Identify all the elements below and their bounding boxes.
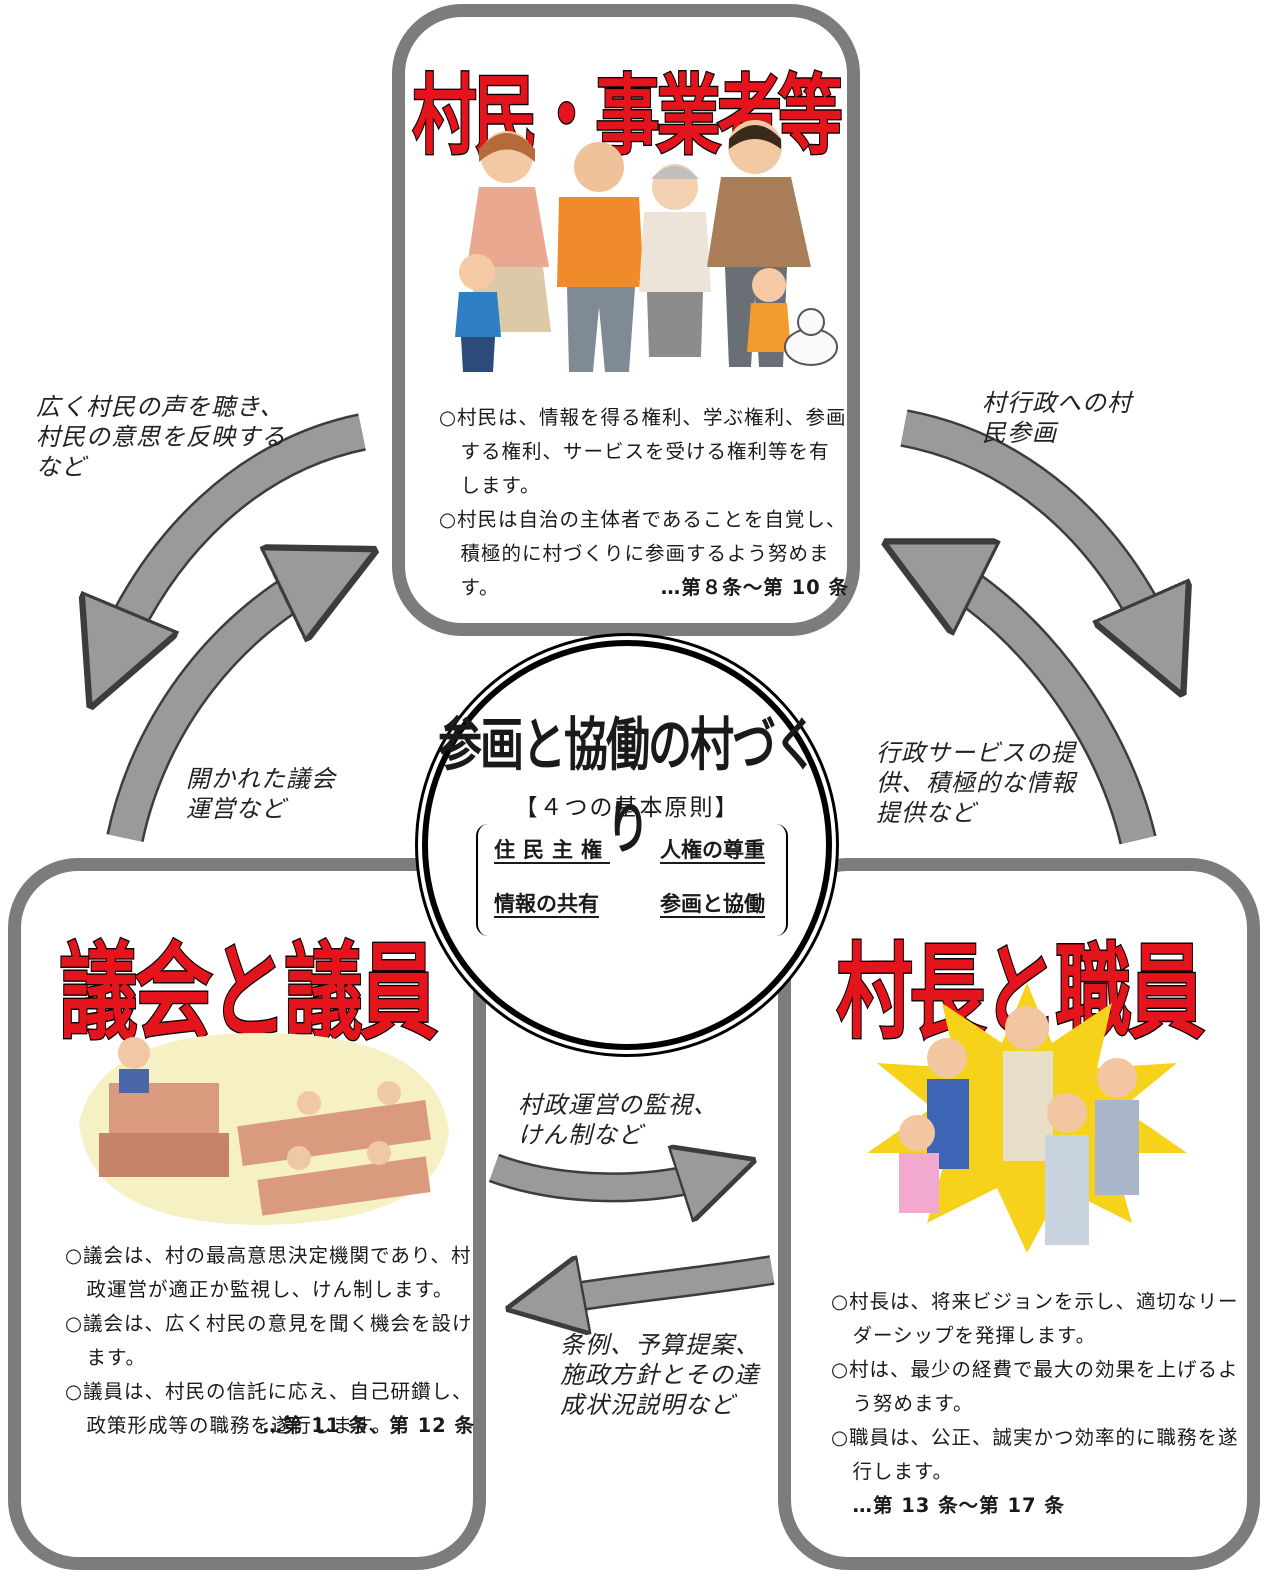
caption-mayor-to-council: 条例、予算提案、施政方針とその達成状況説明など: [560, 1331, 760, 1419]
principle-human-rights: 人権の尊重: [660, 838, 765, 862]
council-item-1: ○議会は、村の最高意思決定機関であり、村政運営が適正か監視し、けん制します。: [65, 1244, 472, 1301]
residents-box: 村民・事業者等 ○村民は、情報を得る権利、学ぶ権利、参画する権利、サービスを受け…: [392, 4, 860, 636]
caption-mayor-to-residents: 行政サービスの提供、積極的な情報提供など: [876, 739, 1076, 827]
residents-item-2: ○村民は自治の主体者であることを自覚し、積極的に村づくりに参画するよう努めます。: [439, 508, 847, 599]
staff-illustration: [867, 983, 1187, 1253]
principle-participation: 参画と協働: [660, 892, 765, 916]
mayor-item-3: ○職員は、公正、誠実かつ効率的に職務を遂行します。: [831, 1426, 1239, 1483]
caption-council-to-residents: 広く村民の声を聴き、村民の意思を反映するなど: [36, 393, 286, 481]
arrow-council-to-residents: [110, 413, 367, 660]
arrow-residents-to-council: [106, 572, 330, 843]
council-illustration: [79, 1033, 449, 1225]
principles-bracket: 住民主権 人権の尊重 情報の共有 参画と協働: [476, 824, 788, 936]
arrow-mayor-to-council: [545, 1255, 775, 1302]
residents-reference: …第８条～第 10 条: [660, 576, 849, 599]
family-illustration: [455, 120, 838, 372]
principle-info-sharing: 情報の共有: [494, 892, 599, 916]
center-subtitle: 【４つの基本原則】: [514, 795, 740, 821]
mayor-item-1: ○村長は、将来ビジョンを示し、適切なリーダーシップを発揮します。: [831, 1290, 1239, 1347]
center-title: 参画と協働の村づくり: [438, 712, 818, 862]
mayor-box: 村長と職員 ○村長は、将来ビジョンを示し、適切なリーダーシップを発揮します。 ○…: [778, 858, 1260, 1570]
mayor-item-2: ○村は、最少の経費で最大の効果を上げるよう努めます。: [831, 1358, 1239, 1415]
council-item-3: ○議員は、村民の信託に応え、自己研鑽し、政策形成等の職務を遂行します。: [65, 1380, 473, 1437]
arrow-residents-to-mayor: [900, 409, 1162, 648]
center-circle: 参画と協働の村づくり 【４つの基本原則】 住民主権 人権の尊重 情報の共有 参画…: [422, 640, 832, 1050]
mayor-reference: …第 13 条～第 17 条: [852, 1494, 1065, 1517]
residents-text: ○村民は、情報を得る権利、学ぶ権利、参画する権利、サービスを受ける権利等を有しま…: [439, 401, 849, 605]
council-reference: …第 11 条、第 12 条: [262, 1414, 475, 1437]
caption-residents-to-mayor: 村行政への村民参画: [982, 389, 1132, 447]
residents-item-1: ○村民は、情報を得る権利、学ぶ権利、参画する権利、サービスを受ける権利等を有しま…: [439, 406, 847, 497]
council-item-2: ○議会は、広く村民の意見を聞く機会を設けます。: [65, 1312, 473, 1369]
principle-sovereignty: 住民主権: [494, 838, 610, 862]
arrow-council-to-mayor: [488, 1168, 718, 1187]
council-box: 議会と議員 ○議会は、村の最高意思決定機関であり、村政運営が適正か監視し、けん制…: [8, 858, 486, 1570]
caption-council-to-mayor: 村政運営の監視、けん制など: [518, 1091, 718, 1149]
arrow-mayor-to-residents: [930, 565, 1157, 845]
mayor-text: ○村長は、将来ビジョンを示し、適切なリーダーシップを発揮します。 ○村は、最少の…: [831, 1285, 1251, 1523]
council-text: ○議会は、村の最高意思決定機関であり、村政運営が適正か監視し、けん制します。 ○…: [65, 1239, 475, 1443]
caption-residents-to-council: 開かれた議会運営など: [186, 765, 336, 823]
